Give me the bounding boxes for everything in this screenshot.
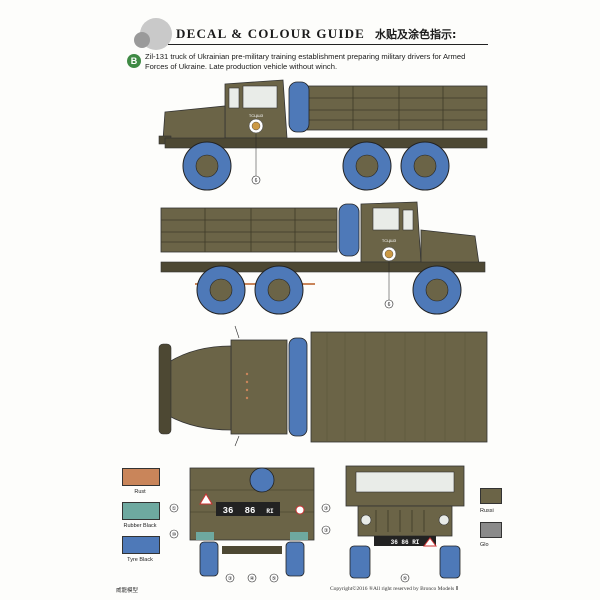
variant-description: Zil-131 truck of Ukrainian pre-military … (145, 52, 466, 71)
callout-side-bottom: 6 (388, 302, 391, 308)
swatch-tyre-black-color (122, 536, 160, 554)
swatch-rubber-black-label: Rubber Black (123, 523, 157, 529)
swatch-russian-green: Russi (480, 488, 502, 514)
swatch-rubber-black: Rubber Black (122, 502, 167, 529)
variant-badge: B (127, 54, 141, 68)
swatch-rust-color (122, 468, 160, 486)
footer-brand: 威龍模型 (116, 588, 139, 594)
swatch-tyre-black-label: Tyre Black (127, 557, 153, 563)
swatch-russian-green-label: Russi (480, 508, 494, 514)
front-plate: 36 86 RI (391, 539, 420, 546)
swatch-russian-green-color (480, 488, 502, 504)
truck-top-view (158, 325, 488, 447)
swatch-tyre-black: Tyre Black (122, 536, 167, 563)
swatch-rubber-black-color (122, 502, 160, 520)
callout-rear-left-2: ⑩ (172, 532, 177, 538)
callout-rear-right-1: ③ (324, 506, 329, 512)
title-rule (168, 44, 488, 45)
door-marking: ТСЦШЗ (249, 113, 264, 118)
rear-plate-number-1: 36 (223, 506, 234, 516)
footer-copyright: Copyright©2016 ®All right reserved by Br… (330, 586, 459, 592)
callout-side-top: 6 (255, 178, 258, 184)
swatch-gloss-label: Glo (480, 542, 489, 548)
callout-rear-bottom-3: ⑤ (272, 576, 277, 582)
callout-rear-bottom-2: ④ (250, 576, 255, 582)
page-title-chinese: 水贴及涂色指示: (375, 28, 457, 41)
swatch-rust: Rust (122, 468, 167, 495)
callout-rear-bottom-1: ③ (228, 576, 233, 582)
rear-plate-number-2: 86 (245, 506, 256, 516)
page-title: DECAL & COLOUR GUIDE (176, 26, 366, 41)
swatch-gloss: Glo (480, 522, 502, 548)
truck-side-view-right: ТСЦШЗ 6 (160, 201, 486, 315)
callout-rear-left-1: ① (172, 506, 177, 512)
callout-rear-right-2: ③ (324, 528, 329, 534)
header-decoration-circles (134, 18, 172, 50)
swatch-rust-label: Rust (134, 489, 146, 495)
callout-front-bottom: ⑤ (403, 576, 408, 582)
swatch-gloss-color (480, 522, 502, 538)
truck-rear-view: 36 86 RI ① ⑩ ③ ③ ③ ④ ⑤ (169, 467, 331, 583)
truck-side-view-left: ТСЦШЗ 6 (158, 79, 488, 191)
truck-front-view: 36 86 RI ⑤ (345, 465, 465, 583)
door-marking-right: ТСЦШЗ (382, 238, 397, 243)
page-header: DECAL & COLOUR GUIDE 水贴及涂色指示: (176, 26, 456, 42)
rear-plate-region: RI (266, 508, 274, 515)
